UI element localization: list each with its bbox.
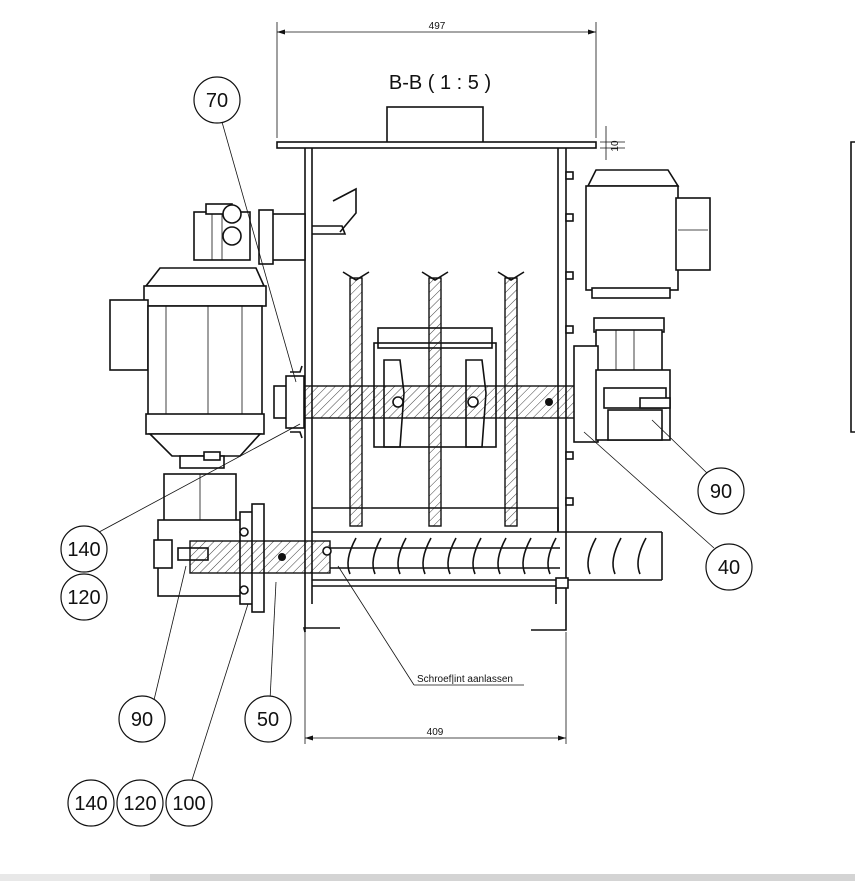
flange-thickness-label: 10 <box>610 140 621 152</box>
balloon-50: 50 <box>244 695 292 743</box>
svg-text:120: 120 <box>67 587 100 609</box>
scrollbar-thumb[interactable] <box>150 874 855 881</box>
main-shaft <box>273 365 605 439</box>
balloon-100: 100 <box>165 779 213 827</box>
balloon-90-bottom: 90 <box>118 695 166 743</box>
inlet-stub <box>386 106 484 145</box>
screw-flights <box>347 537 647 575</box>
view-title: B-B ( 1 : 5 ) <box>389 72 491 94</box>
balloon-140-bottom: 140 <box>67 779 115 827</box>
balloon-120-bottom: 120 <box>116 779 164 827</box>
svg-text:40: 40 <box>718 557 740 579</box>
left-gear-motor <box>109 203 306 469</box>
balloon-70: 70 <box>193 76 241 124</box>
balloon-40: 40 <box>705 543 753 591</box>
svg-text:140: 140 <box>67 539 100 561</box>
balloon-120-left: 120 <box>60 573 108 621</box>
screw-conveyor <box>189 537 647 575</box>
deflector-plate <box>312 187 357 235</box>
svg-text:90: 90 <box>710 481 732 503</box>
svg-text:120: 120 <box>123 793 156 815</box>
horizontal-scrollbar[interactable] <box>0 874 855 881</box>
adjacent-view-edge <box>850 141 855 433</box>
balloon-90-right: 90 <box>697 467 745 515</box>
dimension-bottom-label: 409 <box>427 727 444 738</box>
svg-text:70: 70 <box>206 90 228 112</box>
dimension-top-label: 497 <box>429 21 446 32</box>
top-flange: 10 <box>276 126 625 160</box>
svg-text:140: 140 <box>74 793 107 815</box>
right-gearbox <box>573 317 671 443</box>
dimension-top: 497 <box>276 21 597 138</box>
svg-text:90: 90 <box>131 709 153 731</box>
svg-text:50: 50 <box>257 709 279 731</box>
hopper-body <box>302 148 663 633</box>
dimension-bottom: 409 <box>304 632 567 744</box>
weld-note-text: Schroef|int aanlassen <box>417 674 513 685</box>
right-motor <box>585 169 711 299</box>
svg-text:100: 100 <box>172 793 205 815</box>
leader-lines <box>87 121 715 781</box>
weld-note: Schroef|int aanlassen <box>337 565 524 686</box>
balloon-140-left: 140 <box>60 525 108 573</box>
